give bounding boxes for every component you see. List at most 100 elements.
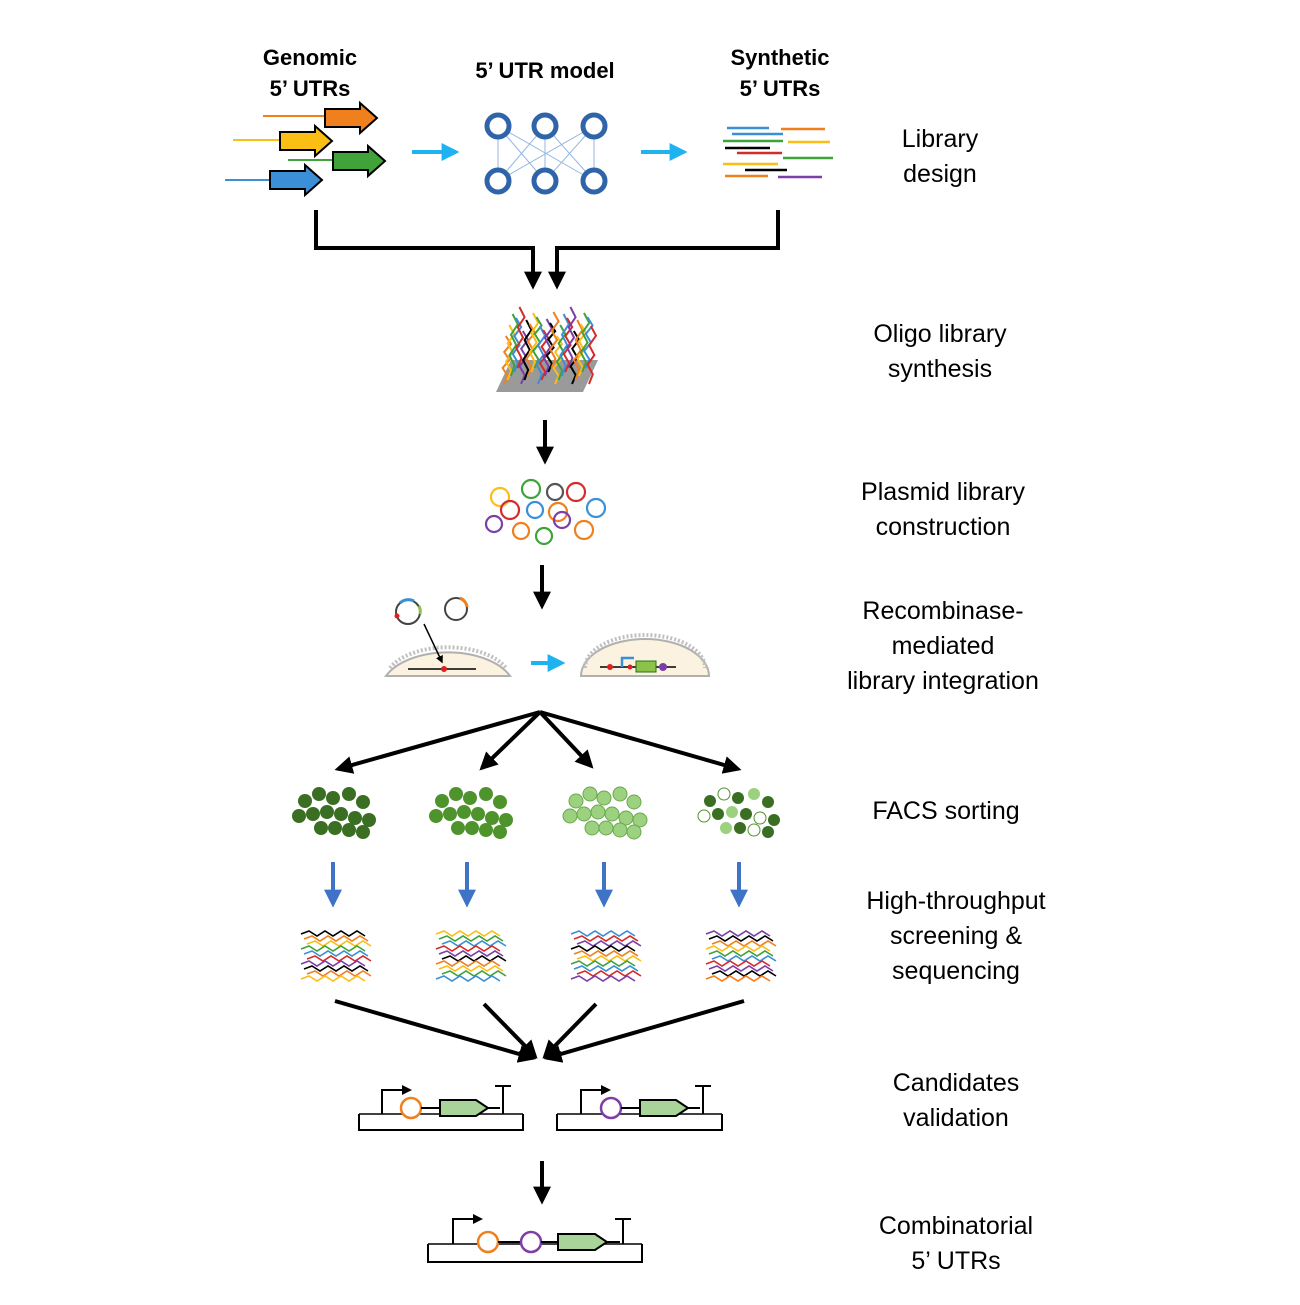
cell-dot	[748, 788, 760, 800]
sequencing-read	[435, 930, 501, 937]
cell-dot	[342, 787, 356, 801]
cell-dot	[612, 786, 628, 802]
cell-dot	[598, 820, 614, 836]
genomic-utr-arrows	[225, 100, 387, 198]
cell-dot	[762, 826, 774, 838]
step-label-line: Combinatorial	[878, 1212, 1034, 1240]
sequencing-read	[303, 935, 369, 942]
cell-dot	[314, 821, 328, 835]
cell-dot	[328, 821, 342, 835]
cell-dot	[463, 791, 477, 805]
sequencing-read	[306, 955, 372, 962]
sequencing-read	[570, 930, 636, 937]
genomic-header-line2: 5’ UTRs	[269, 76, 351, 101]
sequencing-read	[711, 940, 777, 947]
oligo-array-icon	[496, 306, 598, 392]
cell-dot	[298, 794, 312, 808]
sequencing-down-arrows	[324, 862, 748, 908]
oligo-strand	[501, 335, 513, 385]
cell-dot	[435, 794, 449, 808]
cell-dot	[762, 796, 774, 808]
cell-dot	[596, 790, 612, 806]
oligo-strand	[579, 312, 591, 373]
oligo-strand	[521, 319, 533, 381]
step-combinatorial-utrs: Combinatorial 5’ UTRs	[846, 1209, 1066, 1279]
cell-dot	[720, 822, 732, 834]
cell-dot	[568, 793, 584, 809]
cell-dot	[443, 807, 457, 821]
step-label-line: screening &	[889, 922, 1023, 950]
step-label-line: 5’ UTRs	[911, 1247, 1001, 1275]
sequencing-read	[576, 955, 642, 962]
facs-split-arrows	[334, 710, 742, 774]
sequencing-read	[576, 940, 642, 947]
cell-dot	[576, 806, 592, 822]
sequencing-read	[576, 970, 642, 977]
sequencing-read	[708, 935, 774, 942]
cell-dot	[734, 822, 746, 834]
synthetic-utr-lines	[723, 126, 833, 179]
utr-model-header: 5’ UTR model	[450, 55, 640, 86]
cell-dot	[429, 809, 443, 823]
sequencing-read	[570, 960, 636, 967]
sequencing-read	[303, 965, 369, 972]
candidates-converge-arrows	[334, 999, 745, 1063]
step-label-line: mediated	[891, 632, 995, 660]
sequencing-read	[435, 960, 501, 967]
cell-dot	[632, 812, 648, 828]
step-facs-sorting: FACS sorting	[846, 794, 1046, 829]
cell-dot	[562, 808, 578, 824]
cell-dot	[717, 787, 731, 801]
step-label-line: Candidates	[892, 1069, 1020, 1097]
oligo-strand	[528, 312, 540, 373]
cell-dot	[326, 791, 340, 805]
cell-dot	[697, 809, 711, 823]
cell-dot	[753, 811, 767, 825]
sequencing-read	[573, 965, 639, 972]
oligo-strand	[515, 306, 526, 369]
step-label-line: Library	[901, 125, 979, 153]
sequencing-read	[705, 930, 771, 937]
cell-dot	[582, 786, 598, 802]
cell-dot	[612, 822, 628, 838]
cell-dot	[768, 814, 780, 826]
step-label-line: Oligo library	[873, 320, 1007, 348]
cell-dot	[626, 824, 642, 840]
sequencing-read	[711, 970, 777, 977]
step-screening-sequencing: High-throughput screening & sequencing	[846, 884, 1066, 989]
integration-after-icon	[579, 633, 711, 677]
sequencing-reads	[300, 930, 777, 982]
cell-dot	[499, 813, 513, 827]
oligo-strand	[566, 306, 577, 369]
sequencing-read	[570, 975, 636, 982]
plasmid-library-icon	[484, 478, 607, 546]
cell-dot	[320, 805, 334, 819]
sequencing-read	[300, 975, 366, 982]
step-oligo-synthesis: Oligo library synthesis	[840, 317, 1040, 387]
cell-dot	[306, 807, 320, 821]
step-label-line: validation	[903, 1104, 1009, 1132]
cell-dot	[604, 806, 620, 822]
cell-dot	[465, 821, 479, 835]
oligo-strand	[511, 317, 523, 373]
sequencing-read	[438, 950, 504, 957]
cell-dot	[451, 821, 465, 835]
cell-dot	[493, 825, 507, 839]
step-label-line: Plasmid library	[861, 478, 1025, 506]
sequencing-read	[438, 935, 504, 942]
step-label-line: design	[903, 160, 977, 188]
sequencing-read	[303, 950, 369, 957]
genomic-header-line1: Genomic	[262, 45, 358, 70]
cell-dot	[479, 787, 493, 801]
sequencing-read	[300, 960, 366, 967]
candidate-construct-purple	[556, 1085, 723, 1131]
sequencing-read	[708, 950, 774, 957]
cell-dot	[334, 807, 348, 821]
oligo-strand	[559, 313, 570, 377]
oligo-strand	[542, 318, 553, 377]
cell-dot	[732, 792, 744, 804]
sequencing-read	[435, 975, 501, 982]
cell-dot	[356, 795, 370, 809]
sequencing-read	[435, 945, 501, 952]
